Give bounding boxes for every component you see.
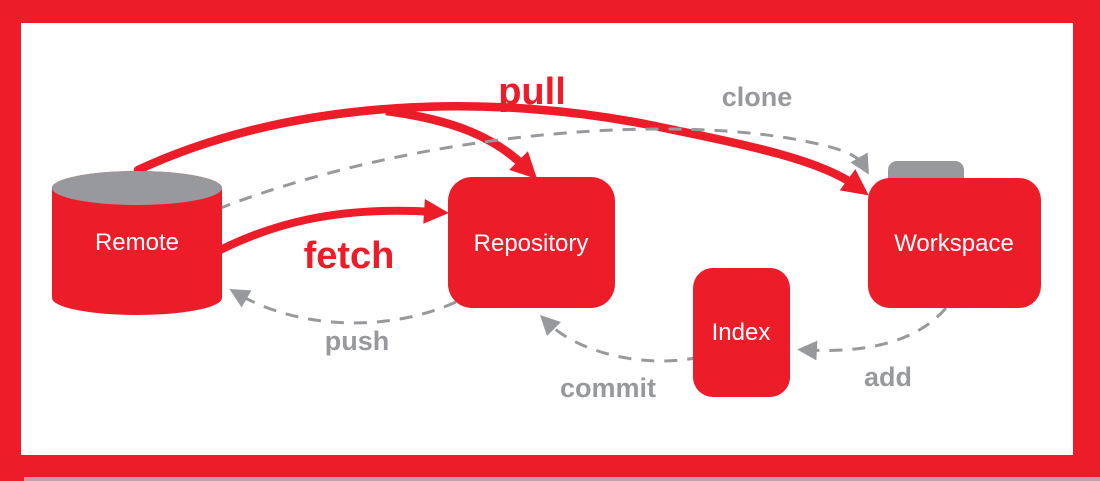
remote-cylinder-top: [52, 171, 222, 205]
frame-border-top: [0, 0, 1100, 23]
remote-cylinder-body: [52, 171, 222, 315]
frame-border-left: [0, 0, 21, 481]
workspace-node: Workspace: [868, 161, 1041, 308]
pull-arrow: [133, 102, 869, 196]
clone-arrow: [217, 127, 869, 211]
add-label: add: [864, 362, 912, 392]
pull-arrow-branch-to-repository: [385, 106, 538, 180]
repository-node-label: Repository: [474, 230, 589, 257]
index-box: [693, 268, 790, 397]
remote-node-label: Remote: [95, 229, 179, 256]
push-arrow: [229, 289, 457, 325]
commit-label: commit: [560, 373, 656, 403]
workspace-node-label: Workspace: [894, 230, 1014, 257]
workspace-folder-body: [868, 178, 1041, 308]
push-label: push: [325, 326, 390, 356]
fetch-arrow: [201, 198, 449, 262]
frame-border-bottom: [0, 455, 1100, 481]
fetch-label: fetch: [304, 235, 395, 277]
index-node: Index: [693, 268, 790, 397]
repository-box: [448, 177, 615, 308]
index-node-label: Index: [712, 319, 771, 346]
remote-node: Remote: [52, 171, 222, 315]
add-arrow: [797, 307, 948, 361]
repository-node: Repository: [448, 177, 615, 308]
bottom-strip: [24, 477, 1100, 481]
commit-arrow: [539, 315, 701, 363]
frame-border-right: [1073, 0, 1100, 481]
pull-label: pull: [498, 71, 566, 113]
clone-label: clone: [722, 82, 793, 112]
